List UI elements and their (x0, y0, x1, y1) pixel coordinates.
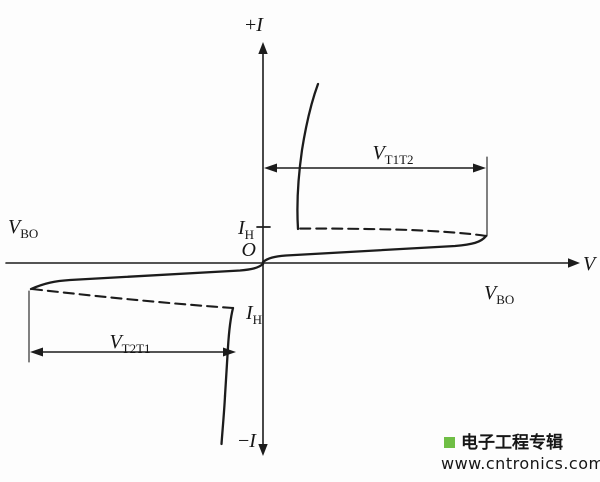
watermark-brand: 电子工程专辑 (461, 432, 563, 453)
breakover-voltage-label-left: VBO (8, 216, 38, 241)
conduction-steep-curve-upper (296, 82, 320, 231)
dimension-label-vt1t2: VT1T2 (372, 142, 413, 167)
negative-current-axis-label: −I (238, 430, 257, 452)
on-state-low-current-curve-q1 (261, 234, 488, 264)
voltage-axis-arrow-right-icon (568, 258, 580, 268)
watermark-bullet-icon (444, 437, 455, 448)
negative-resistance-dashed-upper (296, 227, 488, 238)
dimension-arrow-left-lower-icon (30, 347, 43, 357)
origin-label: O (242, 239, 256, 261)
dimension-arrow-left-upper-icon (264, 163, 277, 173)
current-axis-arrow-up-icon (258, 42, 268, 54)
watermark-url: www.cntronics.com (441, 454, 600, 473)
dimension-label-vt2t1: VT2T1 (109, 331, 150, 356)
conduction-steep-curve-lower-red-segment (220, 394, 227, 446)
dimension-arrow-right-upper-icon (473, 163, 486, 173)
holding-current-label-lower: IH (245, 302, 262, 327)
breakover-voltage-label-right: VBO (484, 282, 514, 307)
conduction-steep-curve-lower (223, 306, 235, 398)
dimension-arrow-right-lower-icon (223, 347, 236, 357)
voltage-axis-label: V (583, 253, 598, 275)
holding-current-label-upper: IH (237, 217, 254, 242)
positive-current-axis-label: +I (245, 14, 264, 36)
current-axis-arrow-down-icon (258, 444, 268, 456)
negative-resistance-dashed-lower (30, 287, 235, 310)
on-state-low-current-curve-q3 (29, 262, 265, 291)
